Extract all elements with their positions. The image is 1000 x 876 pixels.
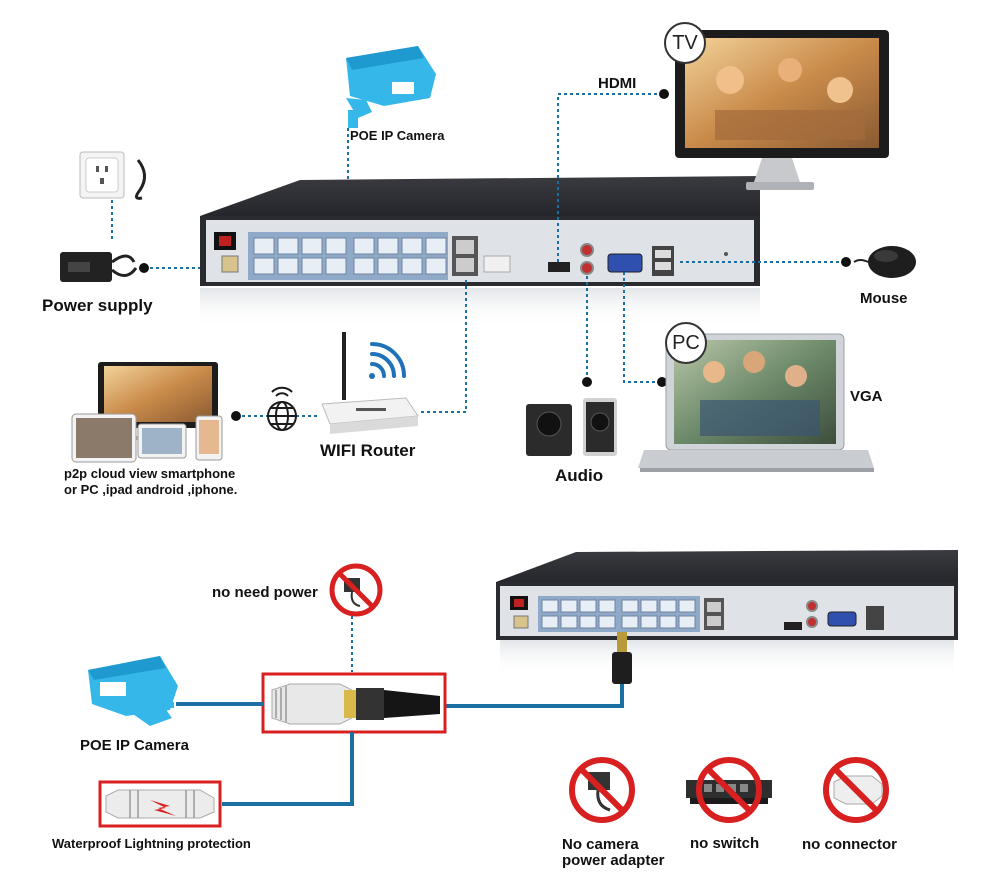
rj45-plug-icon <box>612 632 632 684</box>
nvr-cable <box>446 684 624 708</box>
waterproof-label: Waterproof Lightning protection <box>52 836 251 851</box>
nvr-recorder-bottom <box>496 550 958 676</box>
power-supply-label: Power supply <box>42 296 153 315</box>
pc-label: PC <box>665 322 707 364</box>
tv-monitor-icon <box>675 30 889 190</box>
vga-link-dotted <box>623 272 660 383</box>
poe-camera-bottom-label: POE IP Camera <box>80 737 189 754</box>
nvr-recorder-top <box>200 176 760 328</box>
poe-camera-top-icon <box>346 46 436 128</box>
no-power-adapter-icon <box>329 563 383 617</box>
audio-label: Audio <box>555 466 604 485</box>
p2p-label-line2: or PC ,ipad android ,iphone. <box>64 482 238 497</box>
speakers-icon <box>526 398 617 456</box>
tv-label: TV <box>664 22 706 64</box>
poe-camera-top-label: POE IP Camera <box>350 128 445 143</box>
p2p-label-line1: p2p cloud view smartphone <box>64 466 236 481</box>
poe-connector-box <box>261 672 447 734</box>
wifi-router-icon <box>321 332 419 434</box>
waterproof-cable <box>222 732 354 806</box>
router-link-dotted <box>418 280 467 413</box>
no-camera-label-line2: power adapter <box>562 852 665 869</box>
wifi-router-label: WIFI Router <box>320 441 416 460</box>
no-switch-label: no switch <box>690 835 760 852</box>
globe-icon <box>267 386 297 431</box>
power-outlet-icon <box>79 151 146 200</box>
poe-camera-bottom-icon <box>88 656 178 726</box>
mouse-icon <box>853 246 916 278</box>
mouse-label: Mouse <box>860 290 908 307</box>
no-need-power-label: no need power <box>212 584 318 601</box>
no-connector-icon <box>823 757 889 823</box>
wifi-signal-icon <box>369 342 406 379</box>
remote-devices-icon <box>71 362 223 463</box>
no-camera-adapter-icon <box>569 757 635 823</box>
no-camera-label-line1: No camera <box>562 836 639 853</box>
hdmi-link-dotted <box>557 93 664 262</box>
power-adapter-icon <box>60 252 138 282</box>
waterproof-connector-box <box>98 780 222 828</box>
vga-label: VGA <box>850 388 883 405</box>
hdmi-label: HDMI <box>598 75 637 92</box>
no-connector-label: no connector <box>802 836 898 853</box>
no-switch-icon <box>686 757 772 823</box>
